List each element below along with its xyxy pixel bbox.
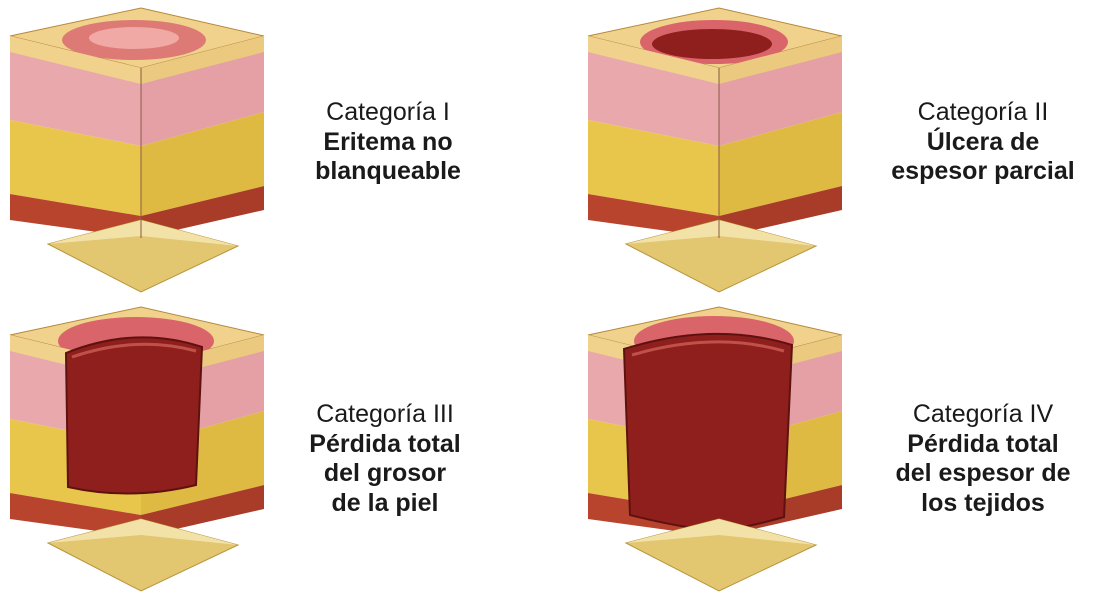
category-1-description: Eritema no blanqueable — [278, 128, 498, 187]
category-3-caption: Categoría III Pérdida total del grosor d… — [270, 400, 500, 518]
category-2-caption: Categoría II Úlcera de espesor parcial — [858, 98, 1108, 187]
category-4-caption: Categoría IV Pérdida total del espesor d… — [858, 400, 1108, 518]
category-1-label: Categoría I — [278, 98, 498, 128]
category-4-description: Pérdida total del espesor de los tejidos — [858, 430, 1108, 519]
skin-diagram-category-2 — [584, 6, 846, 294]
category-2-description: Úlcera de espesor parcial — [858, 128, 1108, 187]
category-1-caption: Categoría I Eritema no blanqueable — [278, 98, 498, 187]
category-3-label: Categoría III — [270, 400, 500, 430]
category-4-label: Categoría IV — [858, 400, 1108, 430]
skin-diagram-category-1 — [6, 6, 268, 294]
skin-diagram-category-3 — [6, 305, 268, 593]
category-3-description: Pérdida total del grosor de la piel — [270, 430, 500, 519]
category-2-label: Categoría II — [858, 98, 1108, 128]
skin-diagram-category-4 — [584, 305, 846, 593]
